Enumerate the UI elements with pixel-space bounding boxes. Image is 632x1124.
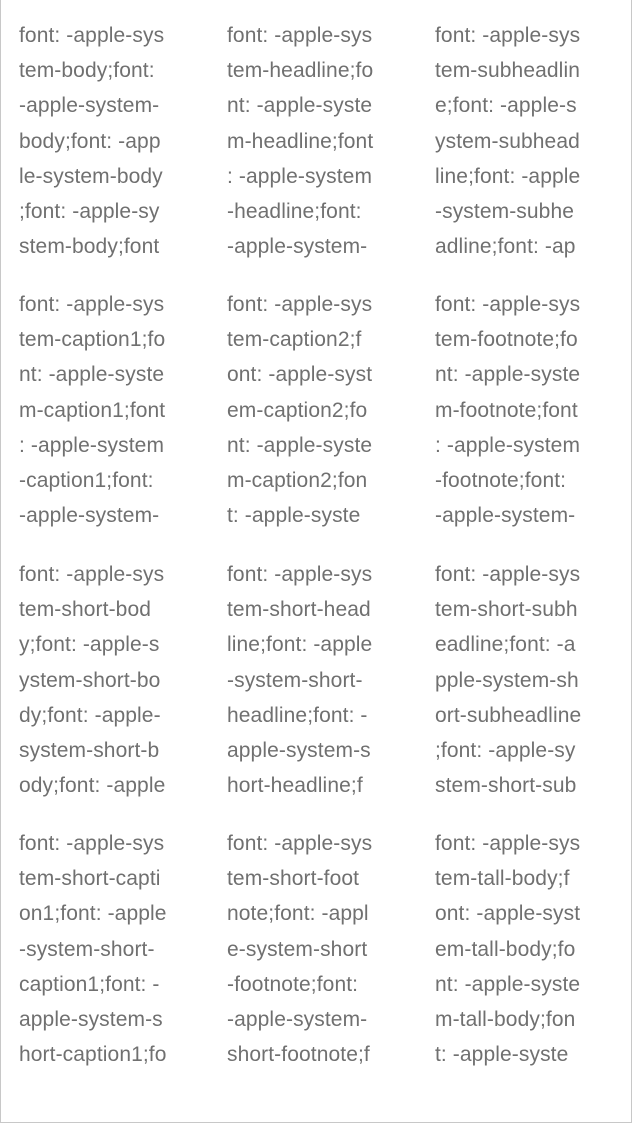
text-line: font: -apple-sys xyxy=(19,832,165,855)
text-block-subheadline: font: -apple-sys tem-subheadlin e;font: … xyxy=(435,18,615,264)
text-line: ;font: -apple-sy xyxy=(435,738,576,762)
text-line: hort-caption1;fo xyxy=(19,1043,167,1067)
text-block-caption1: font: -apple-sys tem-caption1;fo nt: -ap… xyxy=(19,287,199,533)
text-line: ;font: -apple-sy xyxy=(19,199,160,223)
text-line: font: -apple-sys xyxy=(435,832,581,855)
text-line: font: -apple-sys xyxy=(435,293,581,316)
text-line: -apple-system- xyxy=(227,235,368,259)
text-line: caption1;font: - xyxy=(19,972,160,996)
text-line: eadline;font: -a xyxy=(435,633,576,657)
text-line: tem-caption1;fo xyxy=(19,328,166,352)
text-line: tem-short-foot xyxy=(227,867,360,891)
text-line: ystem-short-bo xyxy=(19,668,161,692)
text-line: : -apple-system xyxy=(227,164,373,188)
text-line: font: -apple-sys xyxy=(19,563,165,586)
text-line: le-system-body xyxy=(19,164,163,188)
text-line: -apple-system- xyxy=(19,94,160,118)
text-line: m-footnote;font xyxy=(435,398,578,422)
text-block-caption2: font: -apple-sys tem-caption2;f ont: -ap… xyxy=(227,287,407,533)
text-line: em-tall-body;fo xyxy=(435,937,576,961)
text-line: nt: -apple-syste xyxy=(435,363,581,387)
text-line: line;font: -apple xyxy=(435,164,581,188)
text-block-short-subheadline: font: -apple-sys tem-short-subh eadline;… xyxy=(435,557,615,803)
text-line: tem-short-bod xyxy=(19,598,152,622)
text-line: m-tall-body;fon xyxy=(435,1007,576,1031)
text-line: em-caption2;fo xyxy=(227,398,368,422)
text-line: font: -apple-sys xyxy=(19,293,165,316)
text-line: tem-short-head xyxy=(227,598,371,622)
text-line: apple-system-s xyxy=(227,738,371,762)
text-line: tem-footnote;fo xyxy=(435,328,578,352)
text-line: ody;font: -apple xyxy=(19,774,166,798)
text-line: tem-short-capti xyxy=(19,867,161,891)
text-line: e-system-short xyxy=(227,937,368,961)
text-line: -apple-system- xyxy=(19,504,160,528)
text-line: : -apple-system xyxy=(19,433,165,457)
text-line: m-caption2;fon xyxy=(227,468,368,492)
text-line: tem-body;font: xyxy=(19,59,155,83)
text-line: t: -apple-syste xyxy=(227,504,361,528)
text-block-body: font: -apple-sys tem-body;font: -apple-s… xyxy=(19,18,199,264)
text-line: m-headline;font xyxy=(227,129,374,153)
text-line: tem-tall-body;f xyxy=(435,867,570,891)
text-block-short-body: font: -apple-sys tem-short-bod y;font: -… xyxy=(19,557,199,803)
text-line: tem-short-subh xyxy=(435,598,578,622)
text-line: nt: -apple-syste xyxy=(227,94,373,118)
text-line: on1;font: -apple xyxy=(19,902,167,926)
text-line: apple-system-s xyxy=(19,1007,163,1031)
text-line: note;font: -appl xyxy=(227,902,369,926)
text-line: font: -apple-sys xyxy=(227,293,373,316)
text-line: -system-short- xyxy=(19,937,155,961)
text-line: headline;font: - xyxy=(227,703,368,727)
text-line: hort-headline;f xyxy=(227,774,363,798)
text-block-short-caption1: font: -apple-sys tem-short-capti on1;fon… xyxy=(19,826,199,1072)
text-line: tem-caption2;f xyxy=(227,328,362,352)
text-line: ont: -apple-syst xyxy=(227,363,373,387)
text-line: system-short-b xyxy=(19,738,160,762)
text-line: pple-system-sh xyxy=(435,668,579,692)
text-block-tall-body: font: -apple-sys tem-tall-body;f ont: -a… xyxy=(435,826,615,1072)
text-line: ort-subheadline xyxy=(435,703,582,727)
text-line: y;font: -apple-s xyxy=(19,633,160,657)
text-line: tem-subheadlin xyxy=(435,59,580,83)
text-line: font: -apple-sys xyxy=(227,832,373,855)
text-block-short-footnote: font: -apple-sys tem-short-foot note;fon… xyxy=(227,826,407,1072)
text-line: -system-short- xyxy=(227,668,363,692)
text-line: line;font: -apple xyxy=(227,633,373,657)
text-line: -apple-system- xyxy=(435,504,576,528)
text-line: -footnote;font: xyxy=(435,468,567,492)
text-line: ystem-subhead xyxy=(435,129,580,153)
text-line: font: -apple-sys xyxy=(19,24,165,47)
text-block-footnote: font: -apple-sys tem-footnote;fo nt: -ap… xyxy=(435,287,615,533)
text-line: nt: -apple-syste xyxy=(19,363,165,387)
text-block-headline: font: -apple-sys tem-headline;fo nt: -ap… xyxy=(227,18,407,264)
text-line: e;font: -apple-s xyxy=(435,94,577,118)
text-line: font: -apple-sys xyxy=(227,563,373,586)
text-block-short-headline: font: -apple-sys tem-short-head line;fon… xyxy=(227,557,407,803)
text-line: adline;font: -ap xyxy=(435,235,576,259)
text-line: short-footnote;f xyxy=(227,1043,370,1067)
text-line: tem-headline;fo xyxy=(227,59,374,83)
text-line: t: -apple-syste xyxy=(435,1043,569,1067)
text-line: font: -apple-sys xyxy=(435,24,581,47)
text-line: font: -apple-sys xyxy=(227,24,373,47)
text-line: font: -apple-sys xyxy=(435,563,581,586)
text-line: -footnote;font: xyxy=(227,972,359,996)
text-line: -apple-system- xyxy=(227,1007,368,1031)
text-line: -system-subhe xyxy=(435,199,575,223)
text-line: -caption1;font: xyxy=(19,468,154,492)
text-line: : -apple-system xyxy=(435,433,581,457)
text-line: dy;font: -apple- xyxy=(19,703,161,727)
text-line: -headline;font: xyxy=(227,199,362,223)
text-line: nt: -apple-syste xyxy=(435,972,581,996)
text-line: body;font: -app xyxy=(19,129,161,153)
text-line: m-caption1;font xyxy=(19,398,166,422)
text-line: stem-body;font xyxy=(19,235,160,259)
text-line: stem-short-sub xyxy=(435,774,577,798)
text-line: nt: -apple-syste xyxy=(227,433,373,457)
text-line: ont: -apple-syst xyxy=(435,902,581,926)
